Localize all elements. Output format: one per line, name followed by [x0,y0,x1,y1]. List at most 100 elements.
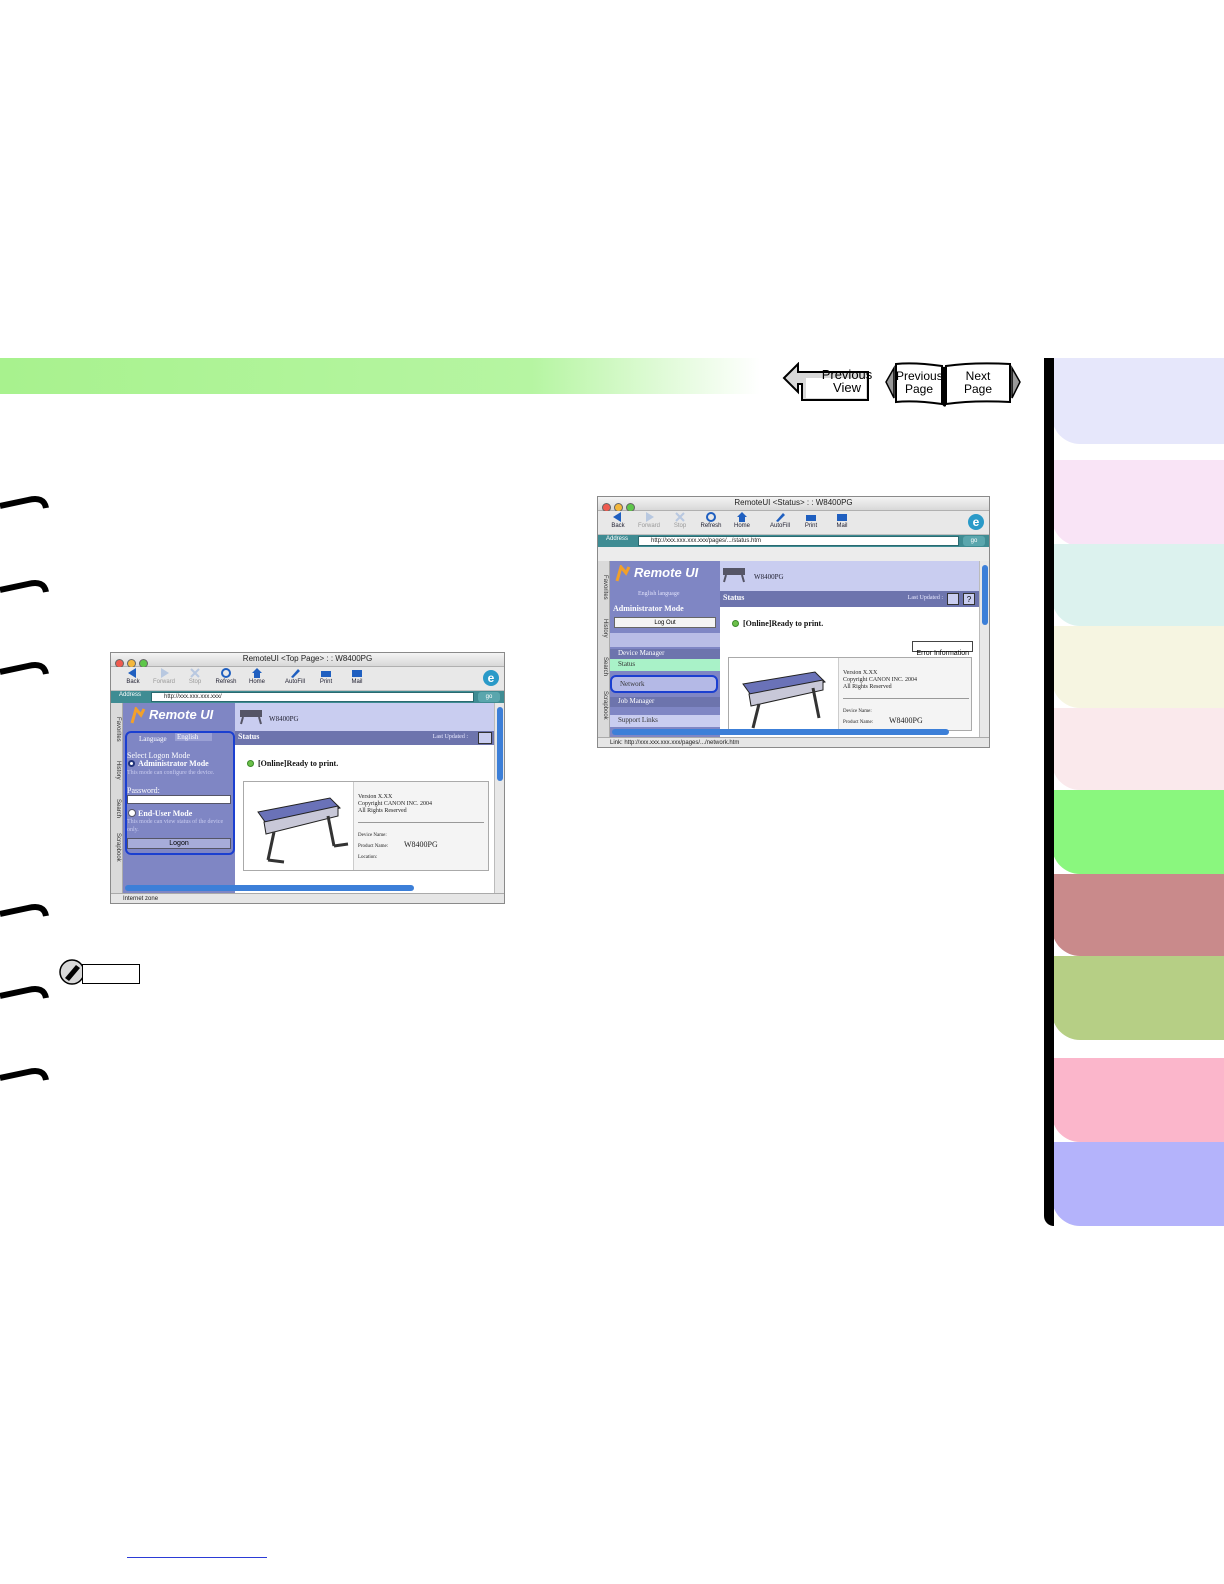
device-header: W8400PG [235,703,494,731]
print-button[interactable]: Print [310,668,342,685]
logon-button[interactable]: Logon [127,838,231,849]
tab-scrapbook[interactable]: Scrapbook [115,833,121,862]
svg-text:e: e [488,671,495,685]
print-icon [806,515,816,521]
status-led-icon [247,760,254,767]
vertical-scroll-thumb[interactable] [982,565,988,625]
status-heading: Status [238,732,260,741]
book-icon [885,362,1021,407]
tab-favorites[interactable]: Favorites [602,575,608,600]
svg-text:e: e [973,515,980,529]
page-content: Favorites History Search Scrapbook Remot… [111,703,504,893]
device-name-label: Device Name: [843,709,872,714]
stop-icon [190,668,200,678]
printer-icon [723,568,745,583]
device-manager-header[interactable]: Device Manager [610,649,720,659]
remote-ui-logo-icon [130,707,146,724]
nav-item-status[interactable]: Status [610,659,720,671]
logon-panel [125,731,235,855]
chapter-tab-9[interactable] [1052,1058,1224,1142]
forward-icon [161,668,169,678]
nav-item-network[interactable]: Network [610,675,718,693]
tab-search[interactable]: Search [115,799,121,819]
refresh-icon [221,668,231,678]
chapter-tab-5[interactable] [1052,708,1224,790]
nav-item-support-links[interactable]: Support Links [610,715,720,727]
job-manager-header[interactable]: Job Manager [610,697,720,707]
logon-button-label: Logon [169,840,189,847]
ie-logo-icon: e [968,514,984,530]
note-badge [58,958,140,986]
tab-search[interactable]: Search [602,657,608,677]
tab-favorites[interactable]: Favorites [115,717,121,742]
language-select[interactable]: English [175,733,213,741]
refresh-button[interactable]: Refresh [210,668,242,685]
device-name-label: Device Name: [358,833,387,838]
vertical-scroll-thumb[interactable] [497,707,503,781]
back-button[interactable]: Back [117,668,149,685]
address-input[interactable]: http://xxx.xxx.xxx.xxx/ [151,692,474,702]
refresh-status-button[interactable] [947,593,959,605]
help-button[interactable]: ? [963,593,975,605]
admin-mode-label: Administrator Mode [138,759,209,768]
previous-view-label: Previous View [821,367,873,395]
tab-scrapbook[interactable]: Scrapbook [602,691,608,720]
firmware-version: Version X.XX [843,670,878,676]
stop-button[interactable]: Stop [664,512,696,529]
stop-button[interactable]: Stop [179,668,211,685]
back-button[interactable]: Back [602,512,634,529]
mail-button[interactable]: Mail [826,512,858,529]
home-button[interactable]: Home [241,668,273,685]
mail-icon [837,514,847,521]
binder-ring-icon [0,662,49,675]
mail-icon [352,670,362,677]
browser-toolbar: Back Forward Stop Refresh Home AutoFill … [598,511,989,535]
vertical-scrollbar[interactable] [494,703,504,893]
go-button[interactable]: go [963,536,985,546]
remote-ui-logo: Remote UI [149,707,214,722]
forward-button[interactable]: Forward [148,668,180,685]
status-main: W8400PG Status Last Updated : [Online]Re… [235,703,504,893]
select-logon-label: Select Logon Mode [127,751,191,760]
chapter-tab-2[interactable] [1052,460,1224,546]
autofill-button[interactable]: AutoFill [764,512,796,529]
error-information-button[interactable]: Error Information [912,641,973,657]
footer-link-underline[interactable] [127,1557,267,1558]
chapter-tab-10[interactable] [1052,1142,1224,1226]
chapter-tab-8[interactable] [1052,956,1224,1040]
forward-button[interactable]: Forward [633,512,665,529]
mail-button[interactable]: Mail [341,668,373,685]
tab-history[interactable]: History [115,761,121,780]
browser-status-line: Link: http://xxx.xxx.xxx.xxx/pages/.../n… [598,737,989,747]
tab-history[interactable]: History [602,619,608,638]
chapter-tab-3[interactable] [1052,544,1224,626]
print-button[interactable]: Print [795,512,827,529]
binder-ring-icon [0,1068,49,1081]
horizontal-scroll-thumb[interactable] [125,885,414,891]
chapter-tab-1[interactable] [1052,358,1224,444]
device-header: W8400PG [720,561,979,591]
password-field[interactable] [127,795,231,804]
home-button[interactable]: Home [726,512,758,529]
go-button[interactable]: go [478,692,500,702]
logout-button[interactable]: Log Out [614,617,716,628]
chapter-tab-6-active[interactable] [1052,790,1224,874]
previous-view-button[interactable]: Previous View [780,362,880,406]
refresh-button[interactable]: Refresh [695,512,727,529]
refresh-status-button[interactable] [478,732,492,744]
chapter-tab-4[interactable] [1052,626,1224,708]
autofill-button[interactable]: AutoFill [279,668,311,685]
admin-mode-radio[interactable] [128,760,135,767]
chapter-tab-7[interactable] [1052,874,1224,956]
network-item-label: Network [620,680,645,688]
admin-mode-desc: This mode can configure the device. [127,770,215,776]
status-heading: Status [723,593,745,602]
address-label: Address [119,692,142,698]
vertical-scrollbar[interactable] [979,561,989,737]
horizontal-scroll-thumb[interactable] [612,729,949,735]
enduser-mode-radio[interactable] [128,809,136,817]
product-name: W8400PG [404,840,438,849]
address-input[interactable]: http://xxx.xxx.xxx.xxx/pages/.../status.… [638,536,959,546]
